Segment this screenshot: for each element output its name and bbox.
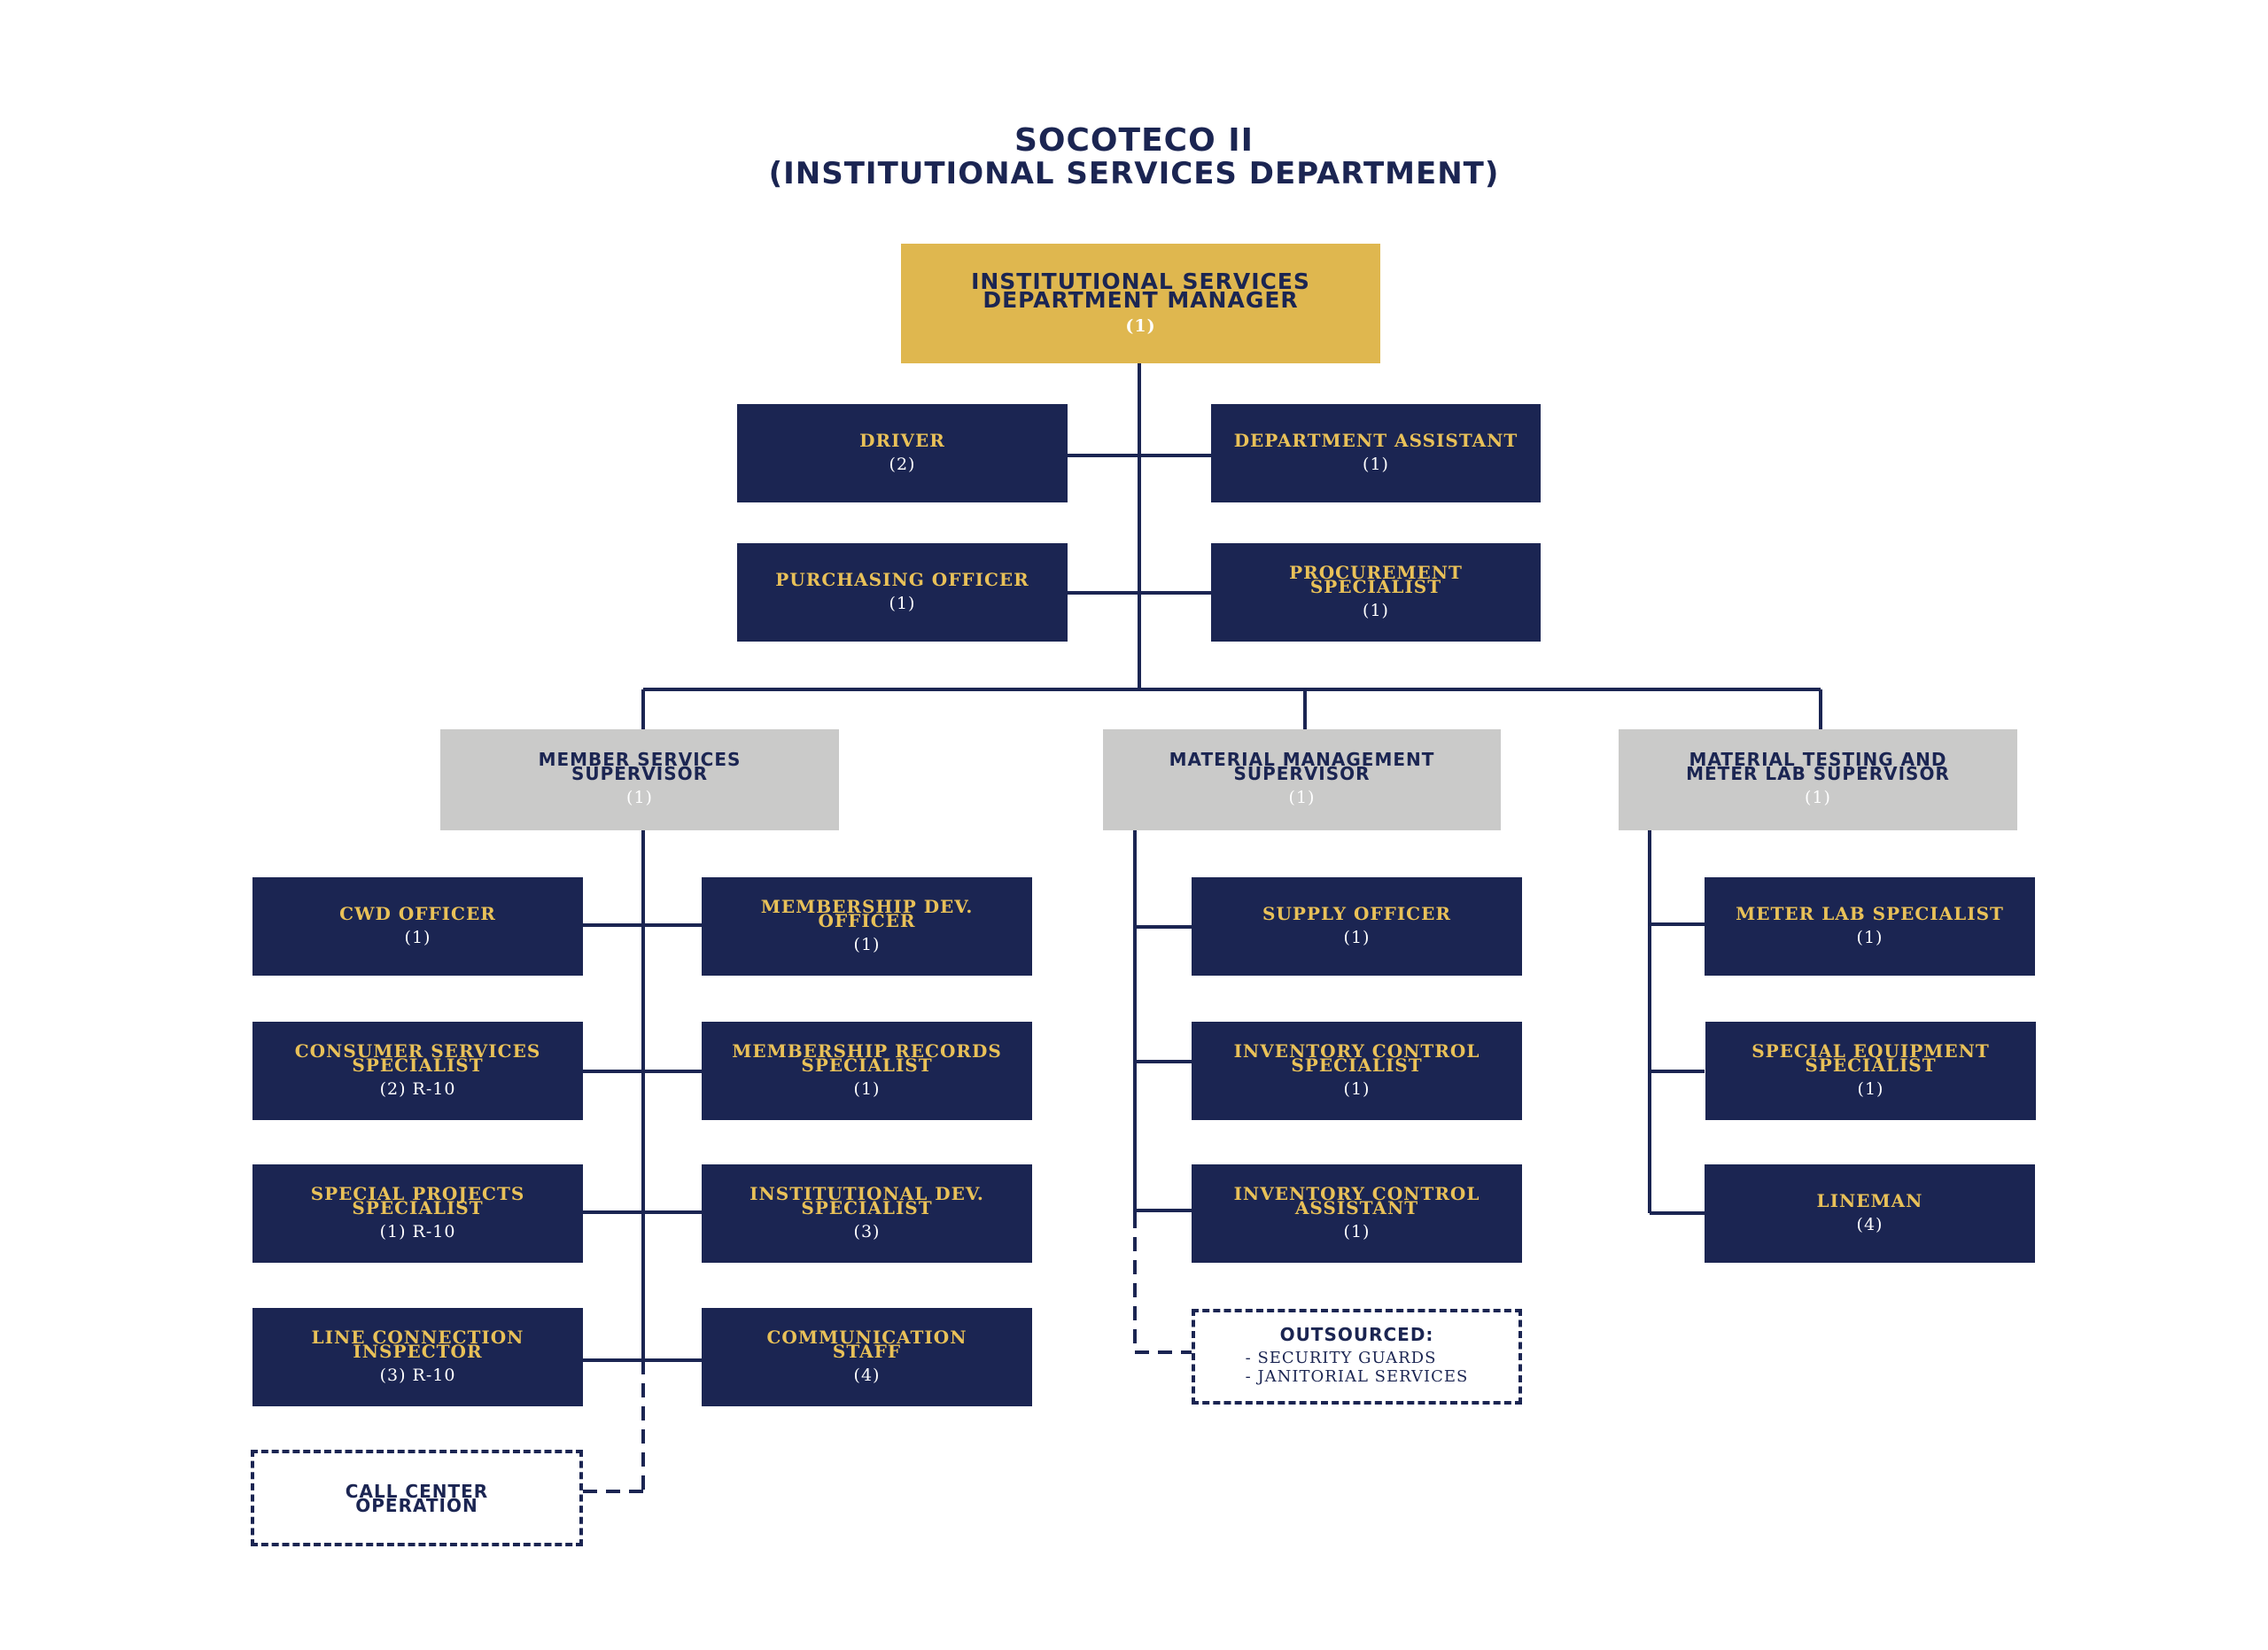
special-equipment-specialist-count: (1) — [1857, 1078, 1884, 1099]
line-connection-inspector-count: (3) R-10 — [379, 1365, 456, 1385]
communication-staff-label: COMMUNICATION STAFF — [766, 1326, 967, 1362]
lineman-box: LINEMAN (4) — [1705, 1164, 2035, 1263]
inventory-control-assistant-count: (1) — [1343, 1221, 1371, 1241]
material-testing-supervisor-label: MATERIAL TESTING AND METER LAB SUPERVISO… — [1686, 749, 1950, 784]
consumer-services-specialist-count: (2) R-10 — [379, 1078, 456, 1099]
manager-box: INSTITUTIONAL SERVICES DEPARTMENT MANAGE… — [901, 244, 1380, 363]
inventory-control-assistant-label: INVENTORY CONTROL ASSISTANT — [1233, 1182, 1480, 1218]
membership-dev-officer-box: MEMBERSHIP DEV. OFFICER (1) — [702, 877, 1032, 976]
special-projects-specialist-count: (1) R-10 — [379, 1221, 456, 1241]
member-services-supervisor-label: MEMBER SERVICES SUPERVISOR — [538, 749, 742, 784]
meter-lab-specialist-box: METER LAB SPECIALIST (1) — [1705, 877, 2035, 976]
cwd-officer-box: CWD OFFICER (1) — [252, 877, 583, 976]
material-testing-supervisor-box: MATERIAL TESTING AND METER LAB SUPERVISO… — [1619, 729, 2017, 830]
purchasing-officer-label: PURCHASING OFFICER — [775, 568, 1029, 590]
supply-officer-label: SUPPLY OFFICER — [1262, 902, 1451, 924]
membership-records-specialist-box: MEMBERSHIP RECORDS SPECIALIST (1) — [702, 1022, 1032, 1120]
department-assistant-box: DEPARTMENT ASSISTANT (1) — [1211, 404, 1541, 502]
driver-label: DRIVER — [859, 429, 945, 451]
cwd-officer-count: (1) — [404, 927, 431, 947]
communication-staff-count: (4) — [853, 1365, 881, 1385]
procurement-specialist-label: PROCUREMENT SPECIALIST — [1289, 561, 1463, 597]
department-assistant-label: DEPARTMENT ASSISTANT — [1233, 429, 1518, 451]
inventory-control-specialist-count: (1) — [1343, 1078, 1371, 1099]
meter-lab-specialist-count: (1) — [1856, 927, 1884, 947]
department-assistant-count: (1) — [1363, 454, 1389, 474]
page-subtitle: (INSTITUTIONAL SERVICES DEPARTMENT) — [768, 156, 1500, 191]
material-management-supervisor-box: MATERIAL MANAGEMENT SUPERVISOR (1) — [1103, 729, 1501, 830]
outsourced-label: OUTSOURCED: — [1279, 1324, 1434, 1345]
consumer-services-specialist-box: CONSUMER SERVICES SPECIALIST (2) R-10 — [252, 1022, 583, 1120]
inventory-control-assistant-box: INVENTORY CONTROL ASSISTANT (1) — [1192, 1164, 1522, 1263]
lineman-count: (4) — [1856, 1214, 1884, 1234]
meter-lab-specialist-label: METER LAB SPECIALIST — [1736, 902, 2004, 924]
supply-officer-count: (1) — [1343, 927, 1371, 947]
procurement-specialist-box: PROCUREMENT SPECIALIST (1) — [1211, 543, 1541, 642]
lineman-label: LINEMAN — [1816, 1189, 1923, 1211]
special-equipment-specialist-label: SPECIAL EQUIPMENT SPECIALIST — [1751, 1039, 1990, 1076]
procurement-specialist-count: (1) — [1363, 600, 1389, 620]
special-projects-specialist-label: SPECIAL PROJECTS SPECIALIST — [310, 1182, 525, 1218]
member-services-supervisor-box: MEMBER SERVICES SUPERVISOR (1) — [440, 729, 839, 830]
outsourced-item-janitorial: - JANITORIAL SERVICES — [1245, 1367, 1469, 1386]
cwd-officer-label: CWD OFFICER — [339, 902, 496, 924]
call-center-label: CALL CENTER OPERATION — [345, 1480, 489, 1516]
line-connection-inspector-label: LINE CONNECTION INSPECTOR — [311, 1326, 524, 1362]
member-services-supervisor-count: (1) — [626, 788, 653, 807]
material-management-supervisor-count: (1) — [1288, 788, 1316, 807]
membership-dev-officer-label: MEMBERSHIP DEV. OFFICER — [760, 895, 974, 931]
membership-records-specialist-count: (1) — [853, 1078, 881, 1099]
outsourced-box: OUTSOURCED: - SECURITY GUARDS - JANITORI… — [1192, 1309, 1522, 1405]
membership-records-specialist-label: MEMBERSHIP RECORDS SPECIALIST — [732, 1039, 1002, 1076]
line-connection-inspector-box: LINE CONNECTION INSPECTOR (3) R-10 — [252, 1308, 583, 1406]
manager-count: (1) — [1125, 315, 1156, 336]
outsourced-item-security: - SECURITY GUARDS — [1245, 1349, 1437, 1367]
institutional-dev-specialist-label: INSTITUTIONAL DEV. SPECIALIST — [750, 1182, 984, 1218]
driver-count: (2) — [889, 454, 916, 474]
purchasing-officer-count: (1) — [889, 593, 916, 613]
purchasing-officer-box: PURCHASING OFFICER (1) — [737, 543, 1068, 642]
special-projects-specialist-box: SPECIAL PROJECTS SPECIALIST (1) R-10 — [252, 1164, 583, 1263]
membership-dev-officer-count: (1) — [853, 934, 881, 954]
call-center-box: CALL CENTER OPERATION — [251, 1450, 583, 1546]
driver-box: DRIVER (2) — [737, 404, 1068, 502]
institutional-dev-specialist-box: INSTITUTIONAL DEV. SPECIALIST (3) — [702, 1164, 1032, 1263]
material-management-supervisor-label: MATERIAL MANAGEMENT SUPERVISOR — [1169, 749, 1435, 784]
supply-officer-box: SUPPLY OFFICER (1) — [1192, 877, 1522, 976]
communication-staff-box: COMMUNICATION STAFF (4) — [702, 1308, 1032, 1406]
institutional-dev-specialist-count: (3) — [853, 1221, 881, 1241]
page-title: SOCOTECO II — [1014, 122, 1254, 159]
manager-label: INSTITUTIONAL SERVICES DEPARTMENT MANAGE… — [971, 268, 1310, 313]
special-equipment-specialist-box: SPECIAL EQUIPMENT SPECIALIST (1) — [1705, 1022, 2036, 1120]
consumer-services-specialist-label: CONSUMER SERVICES SPECIALIST — [294, 1039, 541, 1076]
inventory-control-specialist-box: INVENTORY CONTROL SPECIALIST (1) — [1192, 1022, 1522, 1120]
material-testing-supervisor-count: (1) — [1805, 788, 1831, 807]
inventory-control-specialist-label: INVENTORY CONTROL SPECIALIST — [1233, 1039, 1480, 1076]
